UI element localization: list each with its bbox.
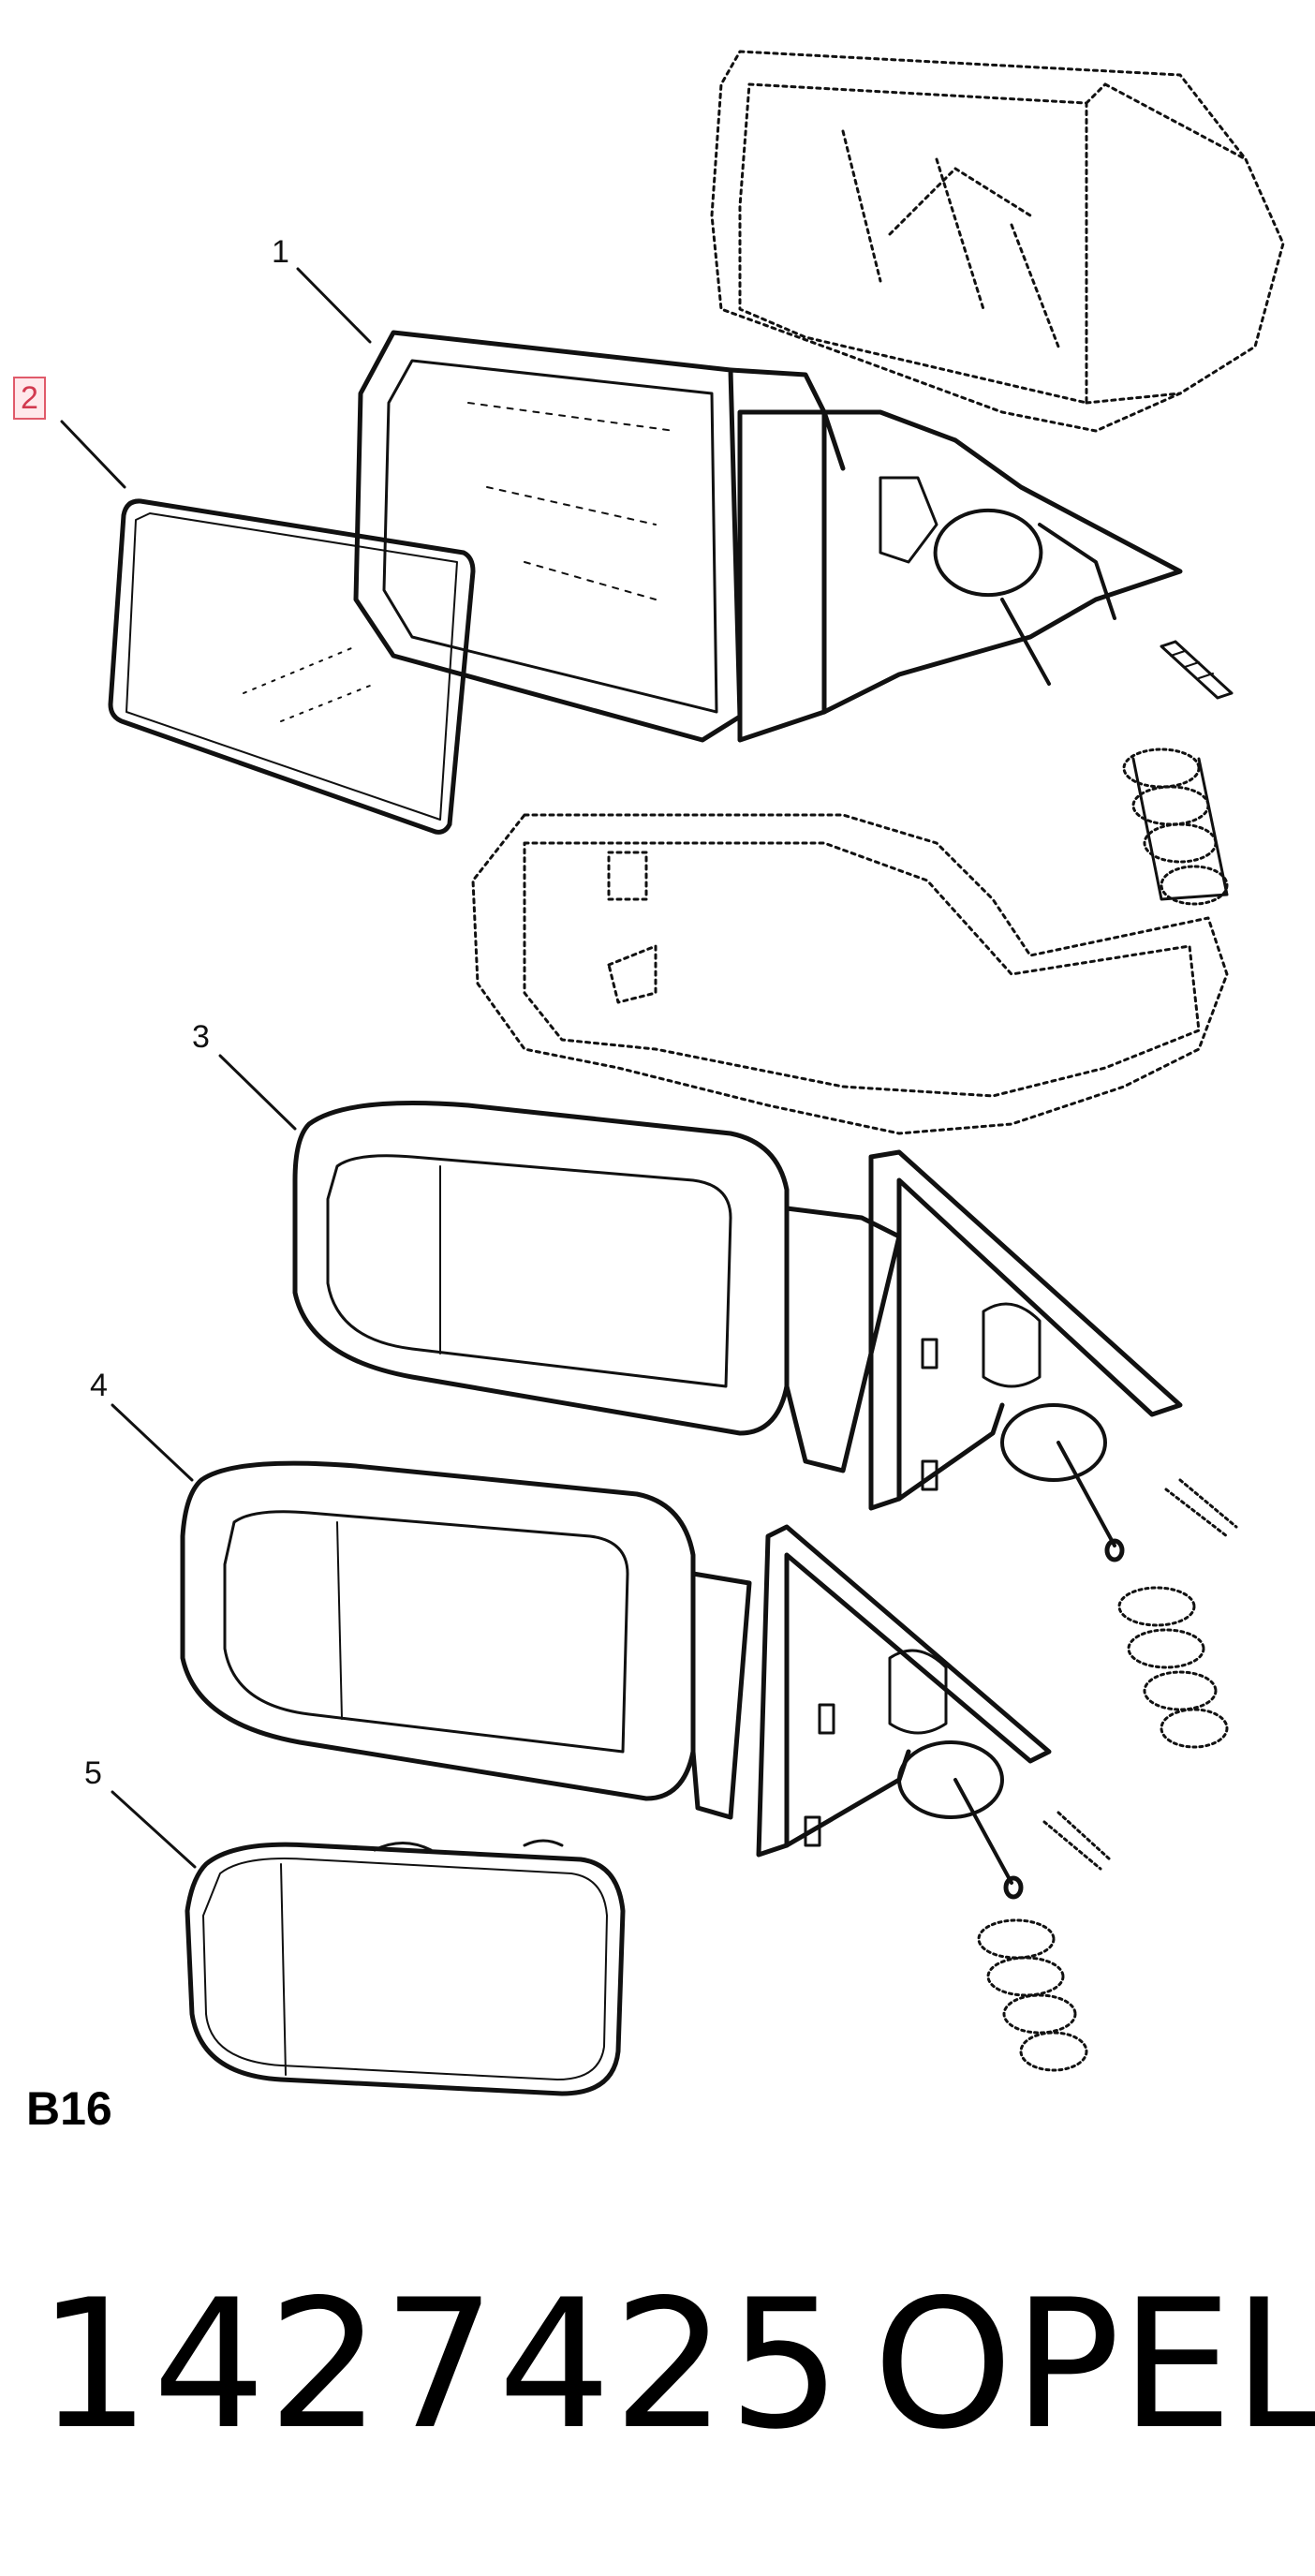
- callout-1: 1: [272, 234, 289, 270]
- mirror-glass-2: [108, 498, 476, 835]
- mirror-assembly-4: [180, 1460, 1052, 1900]
- brand-name: OPEL: [873, 2261, 1315, 2468]
- screw-1: [1160, 640, 1234, 700]
- callout-4: 4: [90, 1368, 108, 1403]
- callout-2[interactable]: 2: [13, 377, 46, 420]
- callout-3: 3: [192, 1019, 210, 1055]
- mirror-assembly-3: [292, 1101, 1183, 1562]
- section-code: B16: [26, 2082, 112, 2135]
- mirror-cover-dotted: [710, 50, 1285, 433]
- grommet-1-outline: [1131, 757, 1229, 901]
- screw-2: [1164, 1478, 1238, 1538]
- callout-5: 5: [84, 1755, 102, 1791]
- part-number: 1427425: [37, 2261, 844, 2468]
- grommet-2: [1117, 1586, 1229, 1749]
- leader-lines: [60, 267, 372, 1869]
- grommet-3: [977, 1918, 1088, 2072]
- screw-3: [1042, 1811, 1112, 1871]
- mirror-glass-5: [185, 1839, 626, 2096]
- mirror-cover-dotted-2: [471, 813, 1229, 1135]
- mirror-assembly-1: [353, 330, 1183, 743]
